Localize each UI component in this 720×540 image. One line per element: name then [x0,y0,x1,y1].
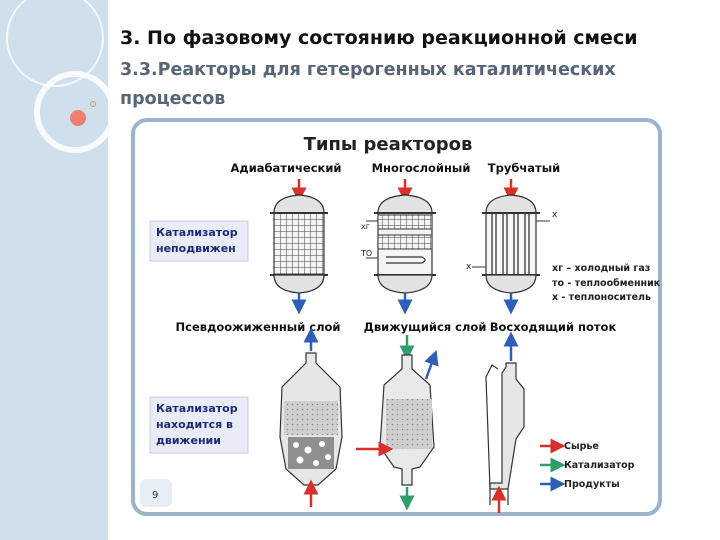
fixed-catalyst-line1: Катализатор [156,226,238,239]
moving-catalyst-line3: движении [156,434,221,447]
moving-catalyst-line2: находится в [156,418,233,431]
note-heat-carrier: х - теплоноситель [552,292,651,303]
note-heat-exchanger: то - теплообменник [552,278,661,289]
reactor-types-diagram: Типы реакторов Адиабатический Многослойн… [131,118,662,516]
label-fluidized: Псевдоожиженный слой [176,320,341,334]
slide-subtitle: 3.3.Реакторы для гетерогенных каталитиче… [120,60,616,109]
legend-products: Продукты [564,479,620,490]
label-multilayer: Многослойный [372,161,471,175]
label-moving-bed: Движущийся слой [364,320,487,334]
label-adiabatic: Адиабатический [231,161,342,175]
decorative-circles [6,0,108,153]
label-upflow: Восходящий поток [490,320,617,334]
moving-catalyst-box [149,396,249,454]
slide-title: 3. По фазовому состоянию реакционной сме… [120,27,638,49]
note-cold-gas: хг – холодный газ [552,263,650,274]
tubular-reactor: x x [466,179,558,315]
multilayer-reactor: хг ТО [360,179,436,315]
mark-bottom-x: x [466,262,472,272]
legend-raw: Сырье [564,441,599,452]
fluidized-bed-reactor [279,327,343,507]
accent-dot [70,110,86,126]
legend-catalyst: Катализатор [564,460,635,471]
sidebar-panel [0,0,108,540]
moving-catalyst-line1: Катализатор [156,402,238,415]
label-tubular: Трубчатый [488,161,560,175]
page-number-badge [140,479,172,507]
moving-bed-reactor [356,335,439,511]
page-number: 9 [152,490,158,501]
fixed-catalyst-line2: неподвижен [156,242,236,255]
legend: Сырье Катализатор Продукты [540,438,635,492]
mark-to: ТО [360,249,372,258]
mark-top-x: x [552,210,558,220]
mark-xg: хг [361,222,370,231]
diagram-title: Типы реакторов [304,134,473,155]
adiabatic-reactor [270,179,328,315]
fixed-catalyst-box [149,220,249,262]
upflow-reactor [485,331,525,513]
